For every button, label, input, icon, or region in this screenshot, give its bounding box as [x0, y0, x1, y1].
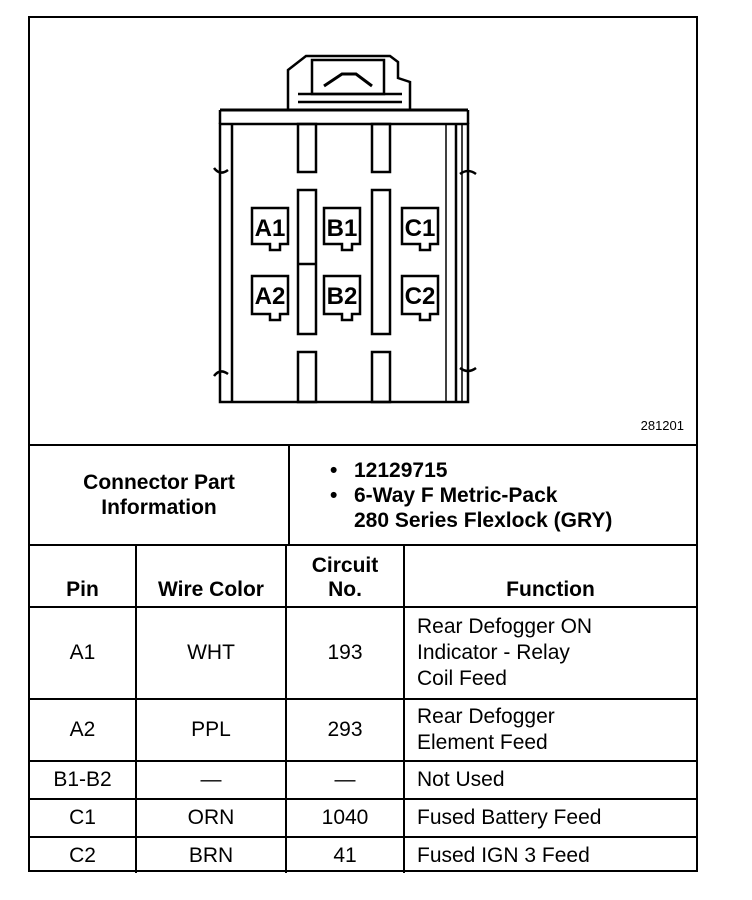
pin-label-c1: C1: [405, 215, 436, 242]
function-line: Rear Defogger: [417, 705, 555, 728]
function-line: Coil Feed: [417, 667, 507, 690]
function-line: Not Used: [417, 768, 505, 791]
header-pin: Pin: [30, 544, 137, 608]
connector-type: 6-Way F Metric-Pack 280 Series Flexlock …: [330, 483, 695, 533]
header-function: Function: [403, 544, 696, 608]
pin-label-b1: B1: [327, 215, 358, 242]
header-wire-color: Wire Color: [135, 544, 287, 608]
part-info-title: Connector Part Information: [30, 446, 290, 544]
function-line: Rear Defogger ON: [417, 615, 593, 638]
connector-body: [218, 122, 470, 404]
pin-cell: C2: [30, 836, 137, 873]
cavity-C1: [400, 206, 440, 252]
wire-color-cell: BRN: [135, 836, 287, 873]
connector-face-drawing: A1 B1 C1 A2 B2 C2: [213, 54, 477, 404]
pin-cell: A2: [30, 698, 137, 762]
wire-color-cell: ORN: [135, 798, 287, 838]
circuit-cell: 1040: [285, 798, 405, 838]
function-cell: Fused IGN 3 Feed: [403, 836, 696, 873]
function-line: Fused IGN 3 Feed: [417, 843, 590, 867]
latch-tab: [310, 58, 386, 96]
cavity-B1: [322, 206, 362, 252]
pin-cell: C1: [30, 798, 137, 838]
part-info-list: 12129715 6-Way F Metric-Pack 280 Series …: [289, 446, 696, 544]
cavity-C2: [400, 274, 440, 322]
part-number: 12129715: [330, 458, 695, 483]
pin-label-a2: A2: [255, 283, 286, 310]
header-circuit: Circuit No.: [285, 544, 405, 608]
circuit-cell: 41: [285, 836, 405, 873]
function-line: Fused Battery Feed: [417, 806, 602, 829]
function-cell: Fused Battery Feed: [403, 798, 696, 838]
cavity-A1: [250, 206, 290, 252]
latch-outline: [286, 54, 412, 110]
pin-label-a1: A1: [255, 215, 286, 242]
connector-part-info: Connector Part Information 12129715 6-Wa…: [30, 446, 696, 544]
circuit-cell: —: [285, 760, 405, 800]
pin-label-c2: C2: [405, 283, 436, 310]
wire-color-cell: PPL: [135, 698, 287, 762]
connector-drawing-area: A1 B1 C1 A2 B2 C2 281201: [30, 18, 696, 446]
diagram-frame: A1 B1 C1 A2 B2 C2 281201 Connector Part …: [28, 16, 698, 873]
figure-id: 281201: [640, 418, 684, 433]
function-line: Indicator - Relay: [417, 641, 570, 664]
pin-label-b2: B2: [327, 283, 358, 310]
wire-color-cell: WHT: [135, 606, 287, 700]
cavity-A2: [250, 274, 290, 322]
function-line: Element Feed: [417, 731, 548, 754]
circuit-cell: 293: [285, 698, 405, 762]
cavity-B2: [322, 274, 362, 322]
pin-cell: A1: [30, 606, 137, 700]
wire-color-cell: —: [135, 760, 287, 800]
table-row: B1-B2——Not Used: [30, 760, 696, 800]
function-cell: Not Used: [403, 760, 696, 800]
circuit-cell: 193: [285, 606, 405, 700]
pin-cell: B1-B2: [30, 760, 137, 800]
